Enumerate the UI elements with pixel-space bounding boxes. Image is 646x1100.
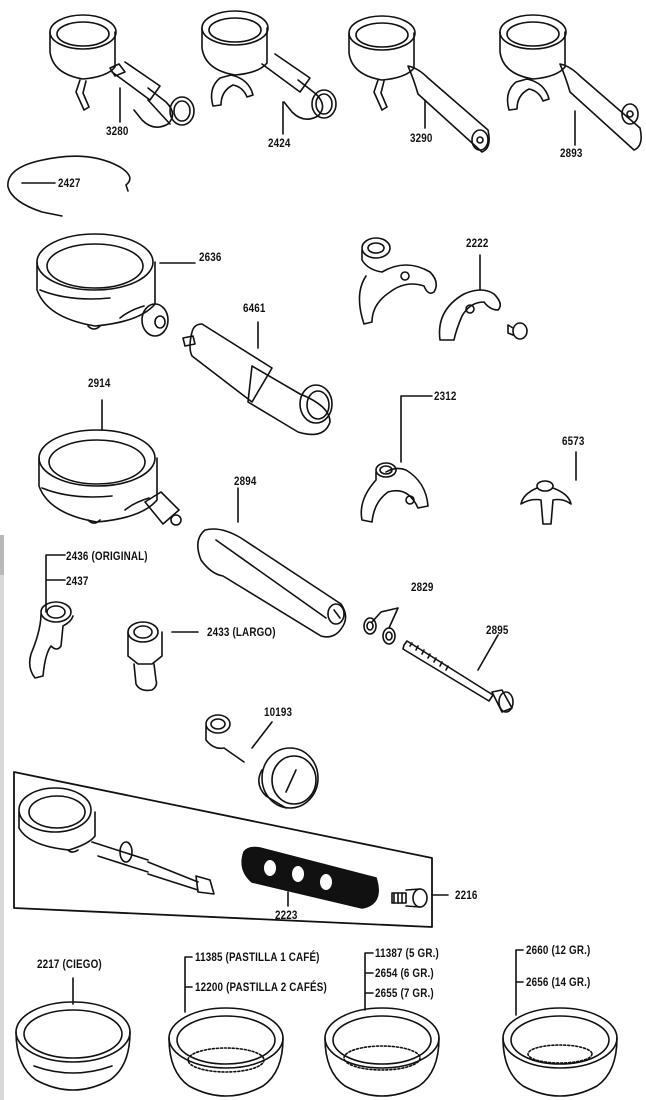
leader-2660-2656 — [515, 949, 524, 1016]
fitting-2437 — [28, 601, 74, 679]
part-label-2654: 2654 (6 GR.) — [375, 966, 434, 980]
portafilter-3280 — [49, 14, 195, 128]
part-label-2433: 2433 (LARGO) — [207, 625, 276, 639]
left-edge-bar-dark — [0, 535, 4, 575]
filter-holder-assembly — [18, 787, 215, 895]
part-label-2636: 2636 — [199, 250, 222, 264]
spout-bracket — [358, 237, 438, 325]
part-label-2437: 2437 — [66, 574, 89, 588]
part-label-10193: 10193 — [264, 705, 293, 719]
part-label-3280: 3280 — [106, 124, 129, 138]
part-label-2829: 2829 — [411, 580, 434, 594]
part-label-11385: 11385 (PASTILLA 1 CAFÉ) — [195, 950, 320, 964]
leader-11385-12200 — [184, 956, 193, 1013]
part-label-2222: 2222 — [466, 236, 489, 250]
spout-2222 — [438, 289, 502, 341]
plug-fitting — [507, 322, 528, 340]
handle-2894 — [197, 528, 347, 638]
basket-2217 — [15, 1001, 131, 1091]
basket-11385-12200 — [168, 1007, 284, 1097]
part-label-2436: 2436 (ORIGINAL) — [66, 549, 148, 563]
part-label-12200: 12200 (PASTILLA 2 CAFÉS) — [195, 980, 327, 994]
part-label-2424: 2424 — [268, 136, 291, 150]
part-label-2914: 2914 — [88, 376, 111, 390]
leader-2436-2437 — [45, 554, 66, 613]
portafilter-3290 — [348, 15, 490, 153]
left-edge-bar — [0, 535, 4, 1100]
part-label-2660: 2660 (12 GR.) — [526, 943, 591, 957]
screw-2895 — [402, 640, 514, 713]
washers-2829 — [363, 617, 396, 645]
part-label-6573: 6573 — [562, 434, 585, 448]
leader-2829 — [371, 607, 399, 629]
handle-6461 — [182, 323, 333, 436]
part-label-6461: 6461 — [243, 301, 266, 315]
part-label-2216: 2216 — [455, 888, 478, 902]
leader-10193 — [251, 721, 273, 749]
filter-holder-2914 — [38, 429, 182, 526]
part-label-2312: 2312 — [434, 389, 457, 403]
pressure-gauge-10193 — [205, 714, 319, 809]
part-label-2894: 2894 — [234, 474, 257, 488]
portafilter-2424 — [201, 10, 337, 120]
part-label-2655: 2655 (7 GR.) — [375, 986, 434, 1000]
basket-11387-2654-2655 — [324, 1007, 440, 1097]
spring-clip-2427 — [7, 155, 131, 217]
part-label-2217: 2217 (CIEGO) — [37, 957, 102, 971]
leader-2895 — [477, 634, 499, 671]
leader-11387-2654-2655 — [364, 952, 374, 1011]
spout-2312 — [360, 462, 429, 523]
part-label-2656: 2656 (14 GR.) — [526, 975, 591, 989]
basket-2660-2656 — [502, 1007, 618, 1097]
part-label-2893: 2893 — [560, 146, 583, 160]
part-label-2427: 2427 — [58, 176, 81, 190]
part-label-3290: 3290 — [410, 131, 433, 145]
nut-2433 — [127, 621, 163, 692]
leader-2312 — [400, 395, 433, 463]
part-label-2223: 2223 — [275, 908, 298, 922]
filter-holder-2636 — [36, 233, 169, 337]
portafilter-2893 — [499, 14, 642, 151]
part-label-2895: 2895 — [486, 623, 509, 637]
spout-6573 — [520, 480, 572, 525]
assembly-box — [13, 771, 433, 928]
part-label-11387: 11387 (5 GR.) — [375, 946, 439, 960]
rubber-grip-2223 — [241, 846, 379, 909]
bolt-2216 — [391, 888, 428, 908]
